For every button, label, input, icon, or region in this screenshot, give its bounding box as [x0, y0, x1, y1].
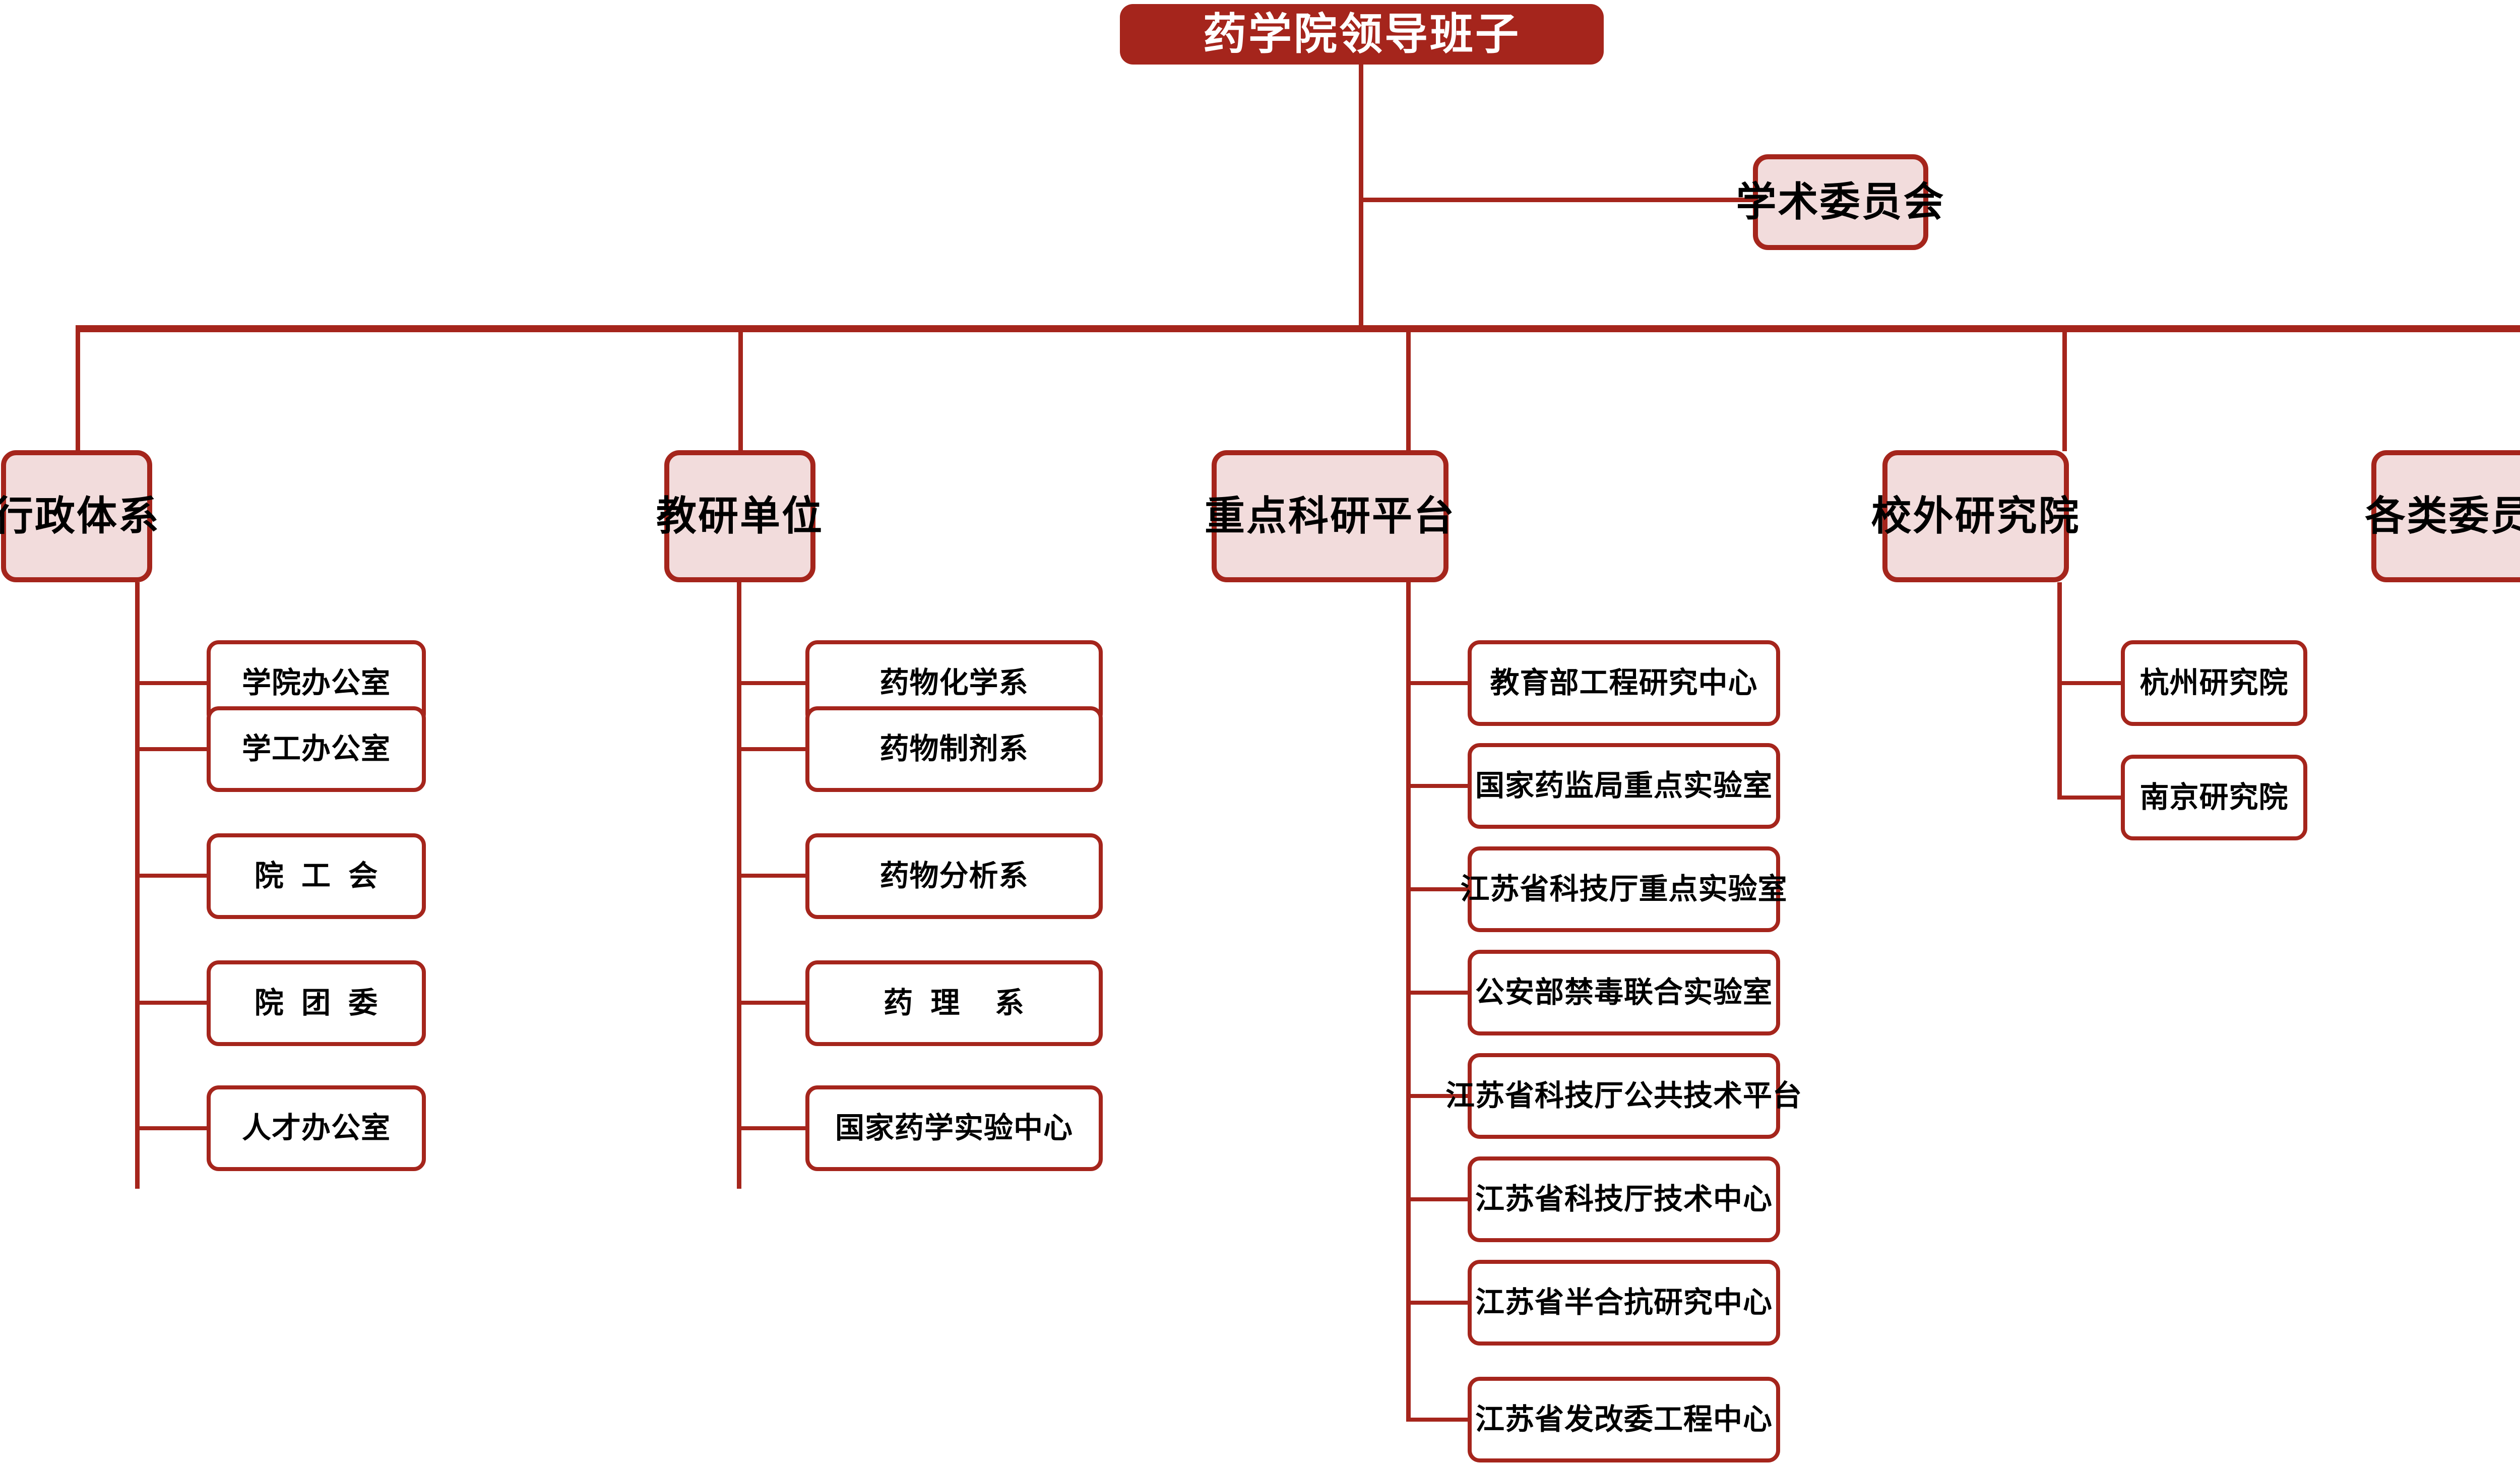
- leaf-node-label: 院 团 委: [254, 986, 379, 1019]
- node-branch-offcampus-institutes-label: 校外研究院: [1871, 494, 2081, 538]
- leaf-node[interactable]: 江苏省发改委工程中心: [1468, 1377, 1780, 1462]
- connector-branch-3-stub-5: [1406, 1094, 1469, 1098]
- connector-branch-3-stub-2: [1406, 784, 1469, 788]
- connector-branch-3-stub-3: [1406, 887, 1469, 891]
- leaf-node-label: 公安部禁毒联合实验室: [1475, 975, 1773, 1009]
- node-branch-committees-label: 各类委员会: [2365, 494, 2520, 538]
- leaf-node-label: 学院办公室: [241, 666, 391, 699]
- leaf-node-label: 江苏省科技厅重点实验室: [1460, 872, 1788, 905]
- leaf-node[interactable]: 院 团 委: [207, 960, 426, 1046]
- leaf-node-label: 药物制剂系: [879, 732, 1029, 765]
- connector-branch-1-stub-4: [135, 1001, 209, 1005]
- node-branch-key-research-platform-label: 重点科研平台: [1205, 494, 1456, 538]
- leaf-node-label: 教育部工程研究中心: [1490, 666, 1758, 699]
- leaf-node[interactable]: 药物分析系: [805, 833, 1103, 919]
- leaf-node-label: 药 理 系: [884, 986, 1025, 1019]
- leaf-node[interactable]: 公安部禁毒联合实验室: [1468, 950, 1780, 1035]
- leaf-node[interactable]: 国家药监局重点实验室: [1468, 743, 1780, 829]
- connector-branch-3-stub-4: [1406, 991, 1469, 995]
- connector-branch-3-stub-6: [1406, 1197, 1469, 1201]
- leaf-node-label: 江苏省科技厅技术中心: [1475, 1182, 1773, 1215]
- connector-branch-2-stub-5: [737, 1126, 807, 1130]
- node-branch-committees[interactable]: 各类委员会: [2365, 450, 2520, 582]
- leaf-node[interactable]: 院 工 会: [207, 833, 426, 919]
- connector-branch-4-stub-1: [2057, 681, 2123, 685]
- connector-branch-4-drop: [2062, 325, 2067, 451]
- leaf-node[interactable]: 药物制剂系: [805, 706, 1103, 792]
- connector-branch-1-spine: [135, 582, 140, 1189]
- leaf-node-label: 学工办公室: [241, 732, 391, 765]
- connector-branch-2-stub-4: [737, 1001, 807, 1005]
- leaf-node[interactable]: 杭州研究院: [2121, 640, 2307, 726]
- node-branch-teaching-research[interactable]: 教研单位: [656, 450, 822, 582]
- leaf-node-label: 杭州研究院: [2139, 666, 2289, 699]
- leaf-node[interactable]: 江苏省科技厅重点实验室: [1461, 846, 1787, 932]
- root-node-label: 药学院领导班子: [1203, 10, 1521, 58]
- connector-root-stem: [1359, 65, 1363, 329]
- node-academic-committee[interactable]: 学术委员会: [1736, 154, 1944, 250]
- leaf-node[interactable]: 教育部工程研究中心: [1468, 640, 1780, 726]
- leaf-node[interactable]: 江苏省科技厅公共技术平台: [1445, 1053, 1802, 1139]
- leaf-node[interactable]: 南京研究院: [2121, 755, 2307, 840]
- leaf-node[interactable]: 药 理 系: [805, 960, 1103, 1046]
- node-branch-teaching-research-label: 教研单位: [656, 494, 824, 538]
- connector-branch-2-stub-2: [737, 747, 807, 751]
- leaf-node-label: 江苏省发改委工程中心: [1475, 1402, 1773, 1436]
- node-branch-key-research-platform[interactable]: 重点科研平台: [1205, 450, 1454, 582]
- leaf-node[interactable]: 江苏省半合抗研究中心: [1468, 1260, 1780, 1346]
- connector-branch-2-drop: [738, 325, 743, 451]
- connector-branch-3-stub-7: [1406, 1301, 1469, 1305]
- root-node-leadership[interactable]: 药学院领导班子: [1120, 4, 1604, 65]
- leaf-node-label: 药物化学系: [879, 666, 1029, 699]
- node-branch-administration-label: 行政体系: [0, 494, 160, 538]
- connector-branch-4-stub-2: [2057, 796, 2123, 800]
- connector-branch-2-stub-1: [737, 681, 807, 685]
- leaf-node-label: 国家药学实验中心: [835, 1111, 1073, 1144]
- leaf-node-label: 人才办公室: [241, 1111, 391, 1144]
- connector-branch-1-stub-5: [135, 1126, 209, 1130]
- node-academic-committee-label: 学术委员会: [1736, 179, 1945, 224]
- leaf-node[interactable]: 国家药学实验中心: [805, 1085, 1103, 1171]
- connector-branch-3-stub-1: [1406, 681, 1469, 685]
- connector-branch-1-stub-3: [135, 874, 209, 878]
- leaf-node-label: 江苏省半合抗研究中心: [1475, 1286, 1773, 1319]
- node-branch-offcampus-institutes[interactable]: 校外研究院: [1871, 450, 2079, 582]
- leaf-node-label: 国家药监局重点实验室: [1475, 769, 1773, 802]
- connector-branch-2-spine: [737, 582, 741, 1189]
- leaf-node[interactable]: 学工办公室: [207, 706, 426, 792]
- connector-branch-2-stub-3: [737, 874, 807, 878]
- leaf-node-label: 药物分析系: [879, 859, 1029, 892]
- connector-branch-3-stub-8: [1406, 1418, 1469, 1422]
- connector-branch-1-stub-2: [135, 747, 209, 751]
- leaf-node[interactable]: 江苏省科技厅技术中心: [1468, 1156, 1780, 1242]
- leaf-node[interactable]: 人才办公室: [207, 1085, 426, 1171]
- connector-branch-1-stub-1: [135, 681, 209, 685]
- node-branch-administration[interactable]: 行政体系: [0, 450, 159, 582]
- connector-branch-4-spine: [2057, 582, 2062, 799]
- connector-branch-1-drop: [76, 325, 80, 451]
- connector-root-to-academic-committee: [1359, 198, 1756, 202]
- connector-main-bus: [76, 325, 2520, 332]
- leaf-node-label: 江苏省科技厅公共技术平台: [1445, 1079, 1803, 1112]
- connector-branch-3-spine: [1406, 582, 1411, 1420]
- leaf-node-label: 南京研究院: [2139, 780, 2289, 814]
- connector-branch-3-drop: [1406, 325, 1411, 451]
- leaf-node-label: 院 工 会: [254, 859, 379, 892]
